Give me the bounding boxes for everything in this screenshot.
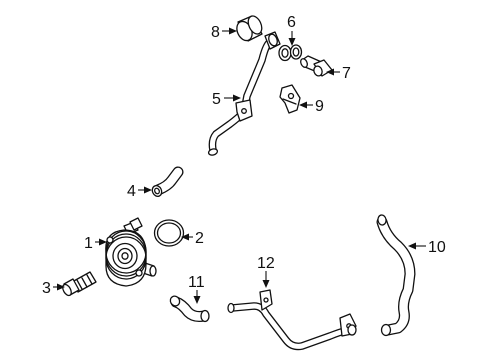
callout-3: 3 [42, 280, 51, 297]
callout-2: 2 [195, 230, 204, 247]
callout-8: 8 [211, 24, 220, 41]
part-3-bolt [62, 271, 97, 297]
part-10-hose [376, 214, 416, 337]
callout-numbers: 8 6 7 5 9 4 2 1 3 11 12 10 [42, 14, 446, 297]
part-5-feed-tube [207, 31, 281, 156]
part-7-connector [300, 55, 333, 77]
callout-6: 6 [287, 14, 296, 31]
part-8-sleeve [236, 15, 263, 42]
callout-7: 7 [342, 65, 351, 82]
callout-4: 4 [127, 183, 136, 200]
callout-11: 11 [188, 274, 205, 291]
part-4-hose [151, 166, 184, 197]
callout-5: 5 [212, 91, 221, 108]
part-9-clip [279, 84, 301, 114]
callout-9: 9 [315, 98, 324, 115]
callout-1: 1 [84, 235, 93, 252]
part-1-oil-cooler [105, 217, 157, 287]
leader-lines [53, 27, 426, 304]
part-12-return-tube [227, 289, 357, 351]
callout-10: 10 [428, 239, 446, 256]
part-6-o-rings [278, 44, 303, 62]
callout-12: 12 [257, 255, 275, 272]
part-11-hose [169, 295, 210, 323]
part-2-gasket [153, 219, 185, 247]
